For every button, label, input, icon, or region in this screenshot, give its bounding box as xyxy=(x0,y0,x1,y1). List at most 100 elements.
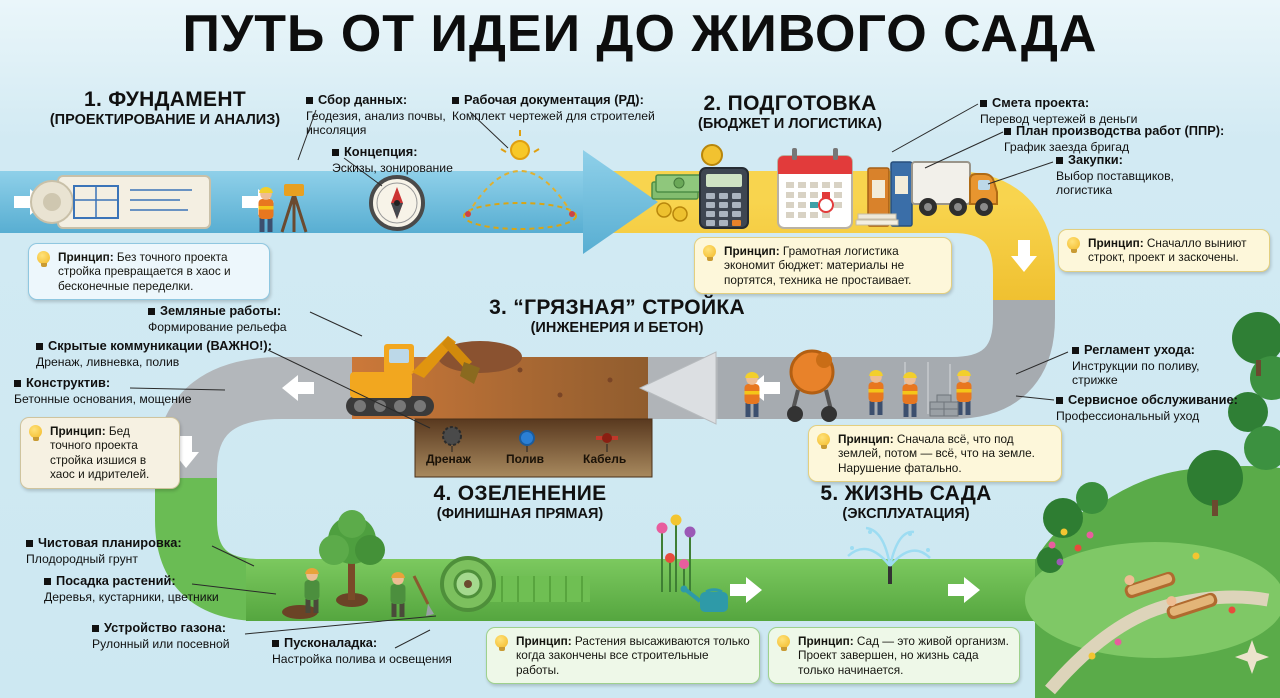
note-text: Инструкции по поливу, стрижке xyxy=(1072,358,1200,387)
blueprint-illustration xyxy=(30,175,211,229)
stage-5-subtitle: (ЭКСПЛУАТАЦИЯ) xyxy=(842,505,970,522)
money-calculator-illustration xyxy=(651,144,749,229)
tree-planting-illustration xyxy=(282,510,434,619)
note-data-collection: Сбор данных: Геодезия, анализ почвы, инс… xyxy=(306,92,446,137)
note-procurement: Закупки: Выбор поставщиков, логистика xyxy=(1056,152,1221,197)
lightbulb-icon xyxy=(37,251,50,267)
pavers-illustration xyxy=(929,394,959,417)
note-label: Регламент ухода: xyxy=(1084,342,1195,357)
note-structures: Конструктив: Бетонные основания, мощение xyxy=(14,375,229,406)
excavator-illustration xyxy=(346,336,480,416)
bullet-square-icon xyxy=(1056,157,1063,164)
flowers-illustration xyxy=(656,514,696,592)
note-label: Сбор данных: xyxy=(318,92,408,107)
folders-illustration xyxy=(855,161,913,227)
stage-2-subtitle: (БЮДЖЕТ И ЛОГИСТИКА) xyxy=(698,115,882,132)
principle-label: Принцип: xyxy=(798,634,854,648)
lightbulb-icon xyxy=(703,245,716,261)
principle-text: Растения высаживаются только когда закон… xyxy=(516,634,750,677)
bullet-square-icon xyxy=(26,540,33,547)
principle-label: Принцип: xyxy=(516,634,572,648)
principle-box-stage4: Принцип: Растения высаживаются только ко… xyxy=(486,627,760,685)
stage-2-title: 2. ПОДГОТОВКА xyxy=(703,92,877,115)
watering-can-illustration xyxy=(680,585,728,612)
principle-text: Без точного проекта стройка превращается… xyxy=(58,250,231,293)
garden-illustration xyxy=(1025,312,1280,698)
principle-label: Принцип: xyxy=(1088,236,1144,250)
principle-box-stage1: Принцип: Без точного проекта стройка пре… xyxy=(28,243,270,301)
bullet-square-icon xyxy=(92,625,99,632)
note-label: Рабочая документация (РД): xyxy=(464,92,644,107)
note-working-docs: Рабочая документация (РД): Комплект черт… xyxy=(452,92,657,123)
principle-text: Грамотная логистика экономит бюджет: мат… xyxy=(724,244,912,287)
note-earthworks: Земляные работы: Формирование рельефа xyxy=(148,303,313,334)
stage-3-header: 3. “ГРЯЗНАЯ” СТРОЙКА (ИНЖЕНЕРИЯ И БЕТОН) xyxy=(462,296,772,336)
note-label: Земляные работы: xyxy=(160,303,282,318)
lightbulb-icon xyxy=(1067,237,1080,253)
note-text: Бетонные основания, мощение xyxy=(14,391,192,406)
note-label: Устройство газона: xyxy=(104,620,227,635)
stage-4-header: 4. ОЗЕЛЕНЕНИЕ (ФИНИШНАЯ ПРЯМАЯ) xyxy=(385,482,655,522)
bullet-square-icon xyxy=(44,578,51,585)
principle-box-stage2-right: Принцип: Сначалло выниют строкт, проект … xyxy=(1058,229,1270,272)
note-text: Плодородный грунт xyxy=(26,551,138,566)
note-text: Дренаж, ливневка, полив xyxy=(36,354,180,369)
bullet-square-icon xyxy=(452,97,459,104)
bullet-square-icon xyxy=(1056,397,1063,404)
note-text: Эскизы, зонирование xyxy=(332,160,453,175)
principle-label: Принцип: xyxy=(58,250,114,264)
note-hidden-utilities: Скрытые коммуникации (ВАЖНО!): Дренаж, л… xyxy=(36,338,284,369)
surveyor-illustration xyxy=(258,184,308,233)
big-left-arrowhead xyxy=(638,351,717,425)
principle-box-stage5: Принцип: Сад — это живой организм. Проек… xyxy=(768,627,1020,685)
principle-label: Принцип: xyxy=(724,244,780,258)
bullet-square-icon xyxy=(332,149,339,156)
principle-label: Принцип: xyxy=(838,432,894,446)
note-service: Сервисное обслуживание: Профессиональный… xyxy=(1056,392,1266,423)
note-estimate: Смета проекта: Перевод чертежей в деньги xyxy=(980,95,1190,126)
bullet-square-icon xyxy=(980,100,987,107)
bullet-square-icon xyxy=(1072,347,1079,354)
stage-3-title: 3. “ГРЯЗНАЯ” СТРОЙКА xyxy=(489,296,745,319)
page-title: ПУТЬ ОТ ИДЕИ ДО ЖИВОГО САДА xyxy=(182,5,1098,63)
truck-illustration xyxy=(911,161,998,216)
note-label: План производства работ (ППР): xyxy=(1016,123,1225,138)
sprinkler-illustration xyxy=(847,526,931,584)
trench-label-drainage: Дренаж xyxy=(426,452,471,466)
note-text: Деревья, кустарники, цветники xyxy=(44,589,219,604)
note-label: Чистовая планировка: xyxy=(38,535,182,550)
bullet-square-icon xyxy=(1004,128,1011,135)
stage-4-subtitle: (ФИНИШНАЯ ПРЯМАЯ) xyxy=(436,505,604,522)
note-fine-grading: Чистовая планировка: Плодородный грунт xyxy=(26,535,216,566)
principle-box-stage3-left: Принцип: Бед точного проекта стройка изш… xyxy=(20,417,180,489)
note-label: Закупки: xyxy=(1068,152,1123,167)
bullet-square-icon xyxy=(148,308,155,315)
note-label: Пусконаладка: xyxy=(284,635,378,650)
principle-text: Сад — это живой организм. Проект заверше… xyxy=(798,634,1009,677)
principle-text: Бед точного проекта стройка изшися в хао… xyxy=(50,424,150,482)
note-label: Сервисное обслуживание: xyxy=(1068,392,1238,407)
note-text: Выбор поставщиков, логистика xyxy=(1056,168,1174,197)
note-label: Смета проекта: xyxy=(992,95,1090,110)
principle-text: Сначала всё, что под землей, потом — всё… xyxy=(838,432,1035,475)
note-label: Конструктив: xyxy=(26,375,111,390)
lightbulb-icon xyxy=(495,635,508,651)
note-care-rules: Регламент ухода: Инструкции по поливу, с… xyxy=(1072,342,1237,387)
note-label: Скрытые коммуникации (ВАЖНО!): xyxy=(48,338,272,353)
note-text: Формирование рельефа xyxy=(148,319,287,334)
stage-1-subtitle: (ПРОЕКТИРОВАНИЕ И АНАЛИЗ) xyxy=(49,111,281,128)
connector-lines xyxy=(129,103,1069,649)
stage-5-header: 5. ЖИЗНЬ САДА (ЭКСПЛУАТАЦИЯ) xyxy=(776,482,1036,522)
sun-path-illustration xyxy=(463,130,577,230)
note-commissioning: Пусконаладка: Настройка полива и освещен… xyxy=(272,635,487,666)
lightbulb-icon xyxy=(817,433,830,449)
note-work-plan: План производства работ (ППР): График за… xyxy=(1004,123,1244,154)
principle-box-stage2: Принцип: Грамотная логистика экономит бю… xyxy=(694,237,952,295)
principle-label: Принцип: xyxy=(50,424,106,438)
trench-label-irrigation: Полив xyxy=(506,452,545,466)
bullet-square-icon xyxy=(306,97,313,104)
stage-1-title: 1. ФУНДАМЕНТ xyxy=(84,88,246,111)
stage-2-header: 2. ПОДГОТОВКА (БЮДЖЕТ И ЛОГИСТИКА) xyxy=(665,92,915,132)
